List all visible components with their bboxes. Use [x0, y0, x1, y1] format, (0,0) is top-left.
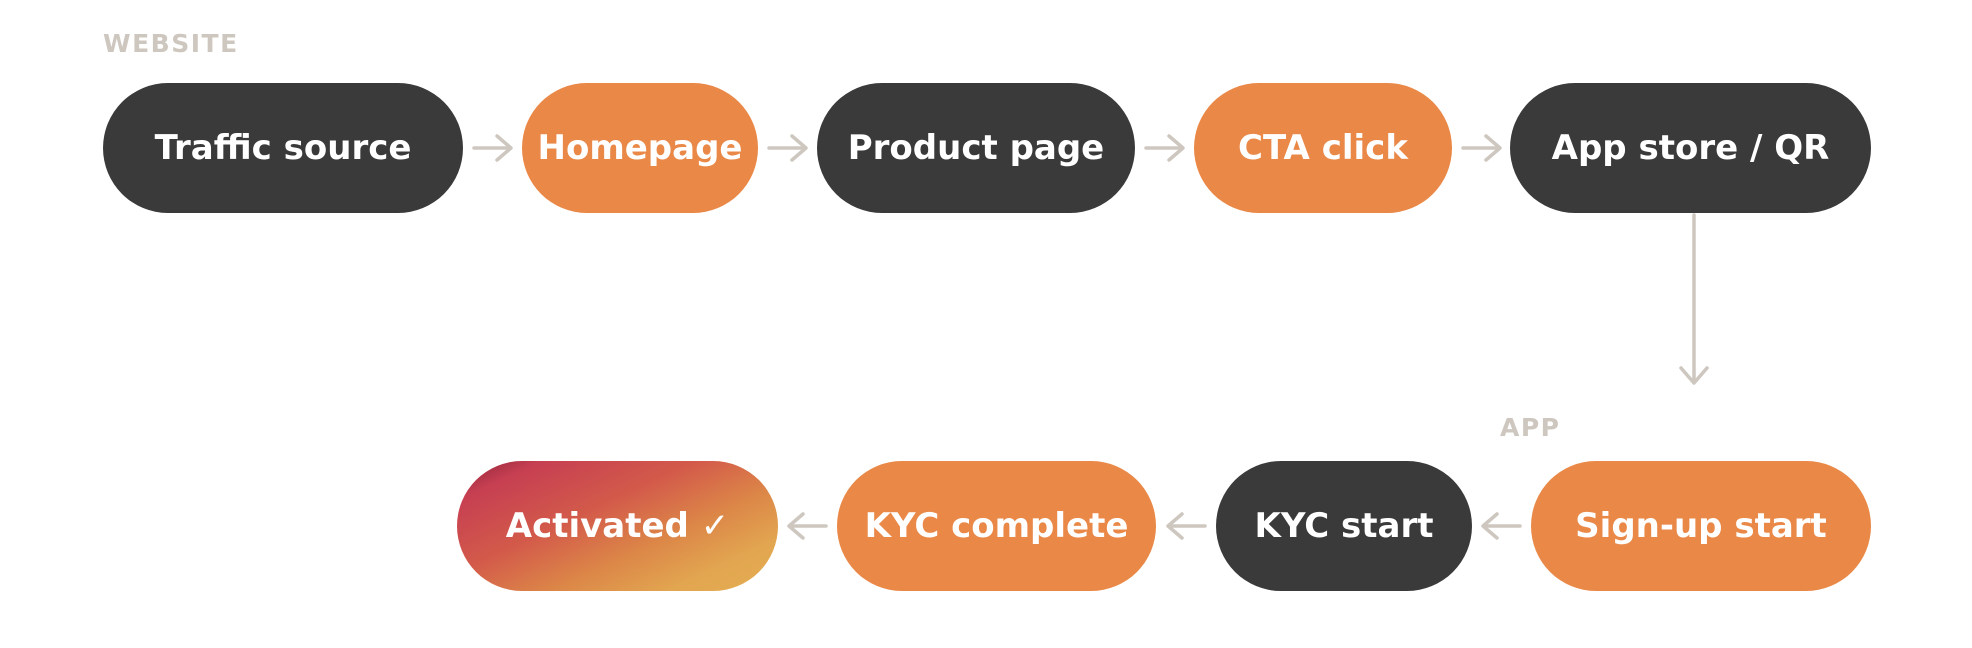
section-label-app: APP: [1500, 413, 1561, 442]
node-product-page[interactable]: Product page: [817, 83, 1135, 213]
arrow-traffic-to-homepage: [472, 134, 513, 162]
node-app-store-qr[interactable]: App store / QR: [1510, 83, 1871, 213]
node-kyc-complete[interactable]: KYC complete: [837, 461, 1156, 591]
arrow-kyccomplete-to-activated: [787, 512, 828, 540]
arrow-homepage-to-product: [767, 134, 808, 162]
arrow-cta-to-appstore: [1461, 134, 1502, 162]
node-traffic-source[interactable]: Traffic source: [103, 83, 463, 213]
node-kyc-start[interactable]: KYC start: [1216, 461, 1472, 591]
node-activated[interactable]: Activated ✓: [457, 461, 778, 591]
arrow-appstore-to-signup: [1679, 213, 1709, 385]
arrow-product-to-cta: [1144, 134, 1185, 162]
node-cta-click[interactable]: CTA click: [1194, 83, 1452, 213]
arrow-kycstart-to-kyccomplete: [1166, 512, 1207, 540]
arrow-signup-to-kycstart: [1481, 512, 1522, 540]
node-sign-up-start[interactable]: Sign-up start: [1531, 461, 1871, 591]
section-label-website: WEBSITE: [103, 29, 239, 58]
node-homepage[interactable]: Homepage: [522, 83, 758, 213]
